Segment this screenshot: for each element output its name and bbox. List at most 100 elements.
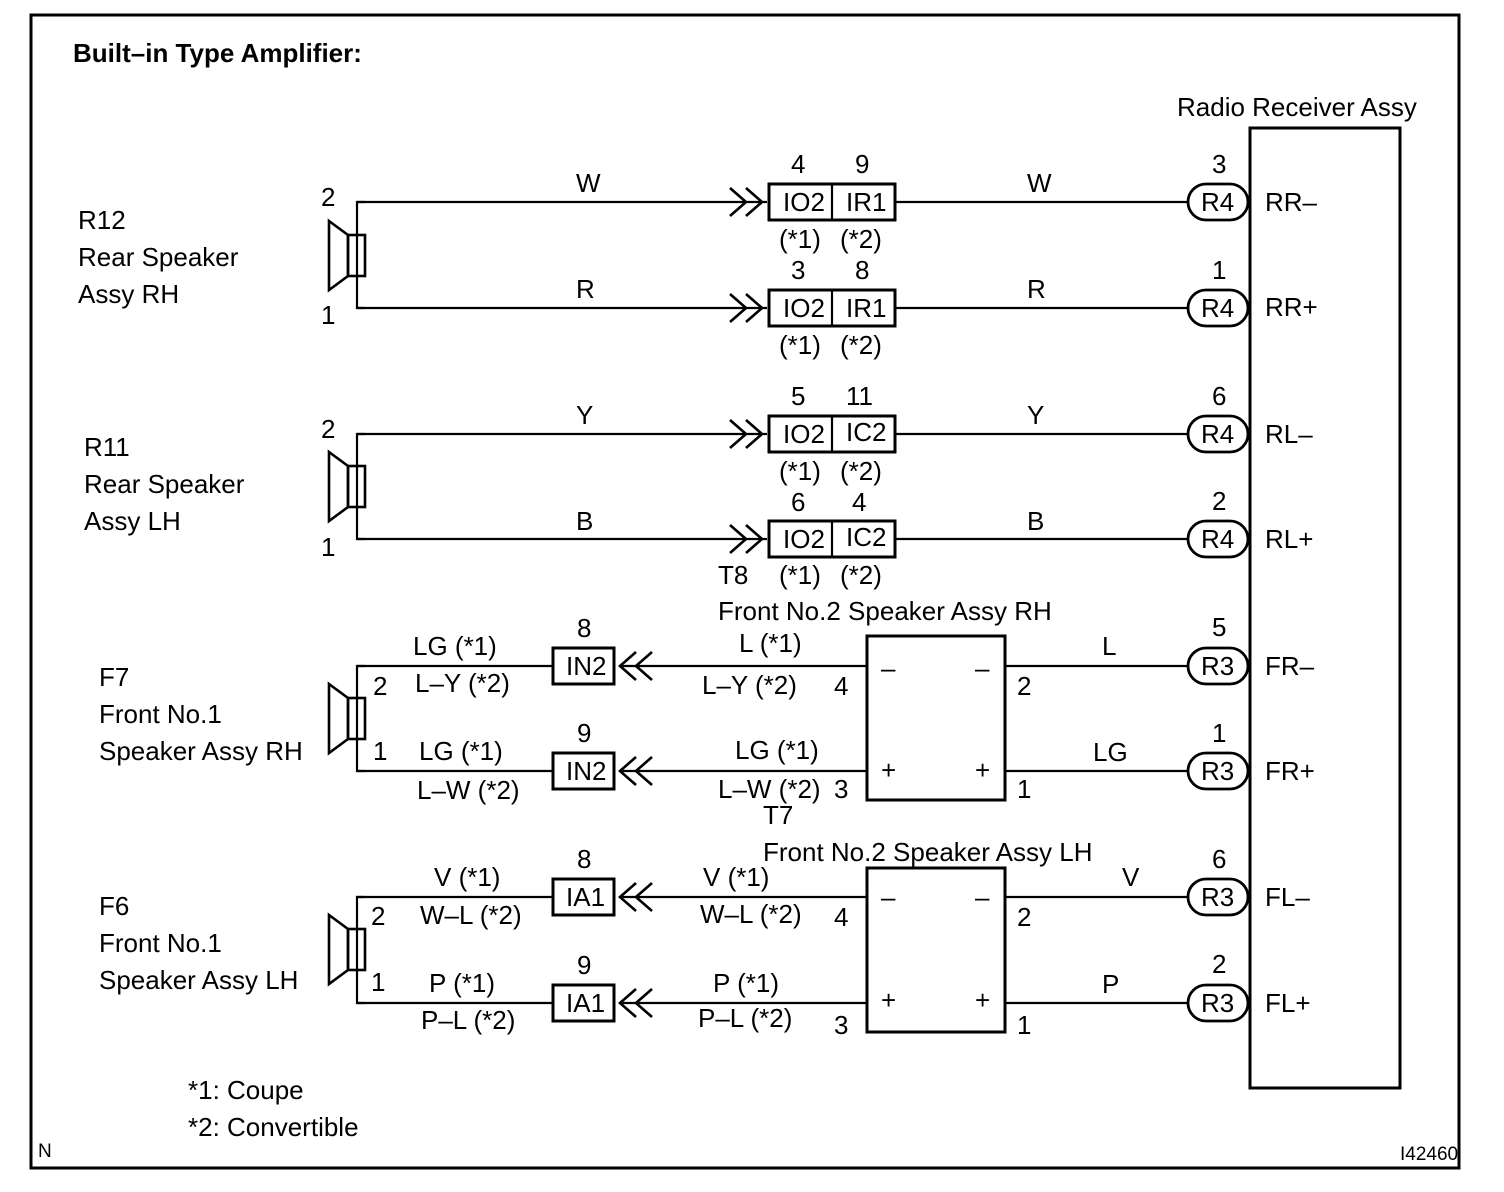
wire-color: P–L (*2): [698, 1003, 792, 1033]
connector-pill: [1186, 877, 1250, 917]
inline-connector: [551, 646, 616, 686]
connector-pill: [1186, 751, 1250, 791]
tweeter-polarity: +: [881, 985, 896, 1015]
model-note: (*1): [779, 330, 821, 360]
connector-pill: [1186, 646, 1250, 686]
connector-pill: [1186, 519, 1250, 559]
wire-color: B: [1027, 506, 1044, 536]
inline-connector: [551, 877, 616, 917]
wire-row-fl-minus: V (*1) W–L (*2) IA1 8 V (*1) W–L (*2) 4 …: [357, 844, 1188, 932]
speaker-name-line1: Rear Speaker: [84, 469, 245, 499]
wire-color: R: [1027, 274, 1046, 304]
wire-color: LG (*1): [735, 735, 819, 765]
connector-code: IR1: [846, 293, 886, 323]
receiver-terminal-fl-plus: 2 R3 FL+: [1186, 949, 1311, 1023]
terminal-name: RL–: [1265, 419, 1313, 449]
speaker-pin: 1: [321, 300, 335, 330]
connector-code: IO2: [783, 187, 825, 217]
connector-code: R3: [1201, 651, 1234, 681]
wire-color: V: [1122, 862, 1140, 892]
speaker-name-line1: Front No.1: [99, 928, 222, 958]
connector-code: R4: [1201, 419, 1234, 449]
speaker-name-line2: Speaker Assy LH: [99, 965, 298, 995]
connector-pin: 6: [791, 487, 805, 517]
connector-arrow-icon: [729, 419, 764, 449]
rear-speaker-r11: R11 Rear Speaker Assy LH 2 1: [84, 414, 367, 562]
connector-code: IO2: [783, 419, 825, 449]
connector-code: IA1: [566, 988, 605, 1018]
connector-code: R3: [1201, 882, 1234, 912]
wire-color: P–L (*2): [421, 1005, 515, 1035]
speaker-pin: 2: [371, 901, 385, 931]
connector-pill: [1186, 414, 1250, 454]
wire-row-rl-plus: B IO2 IC2 6 4 (*1) (*2) B: [357, 487, 1188, 590]
speaker-name-line1: Front No.1: [99, 699, 222, 729]
speaker-pin: 1: [373, 736, 387, 766]
wire-color: L–W (*2): [718, 774, 821, 804]
tweeter-pin: 3: [834, 1010, 848, 1040]
wire-color: W–L (*2): [420, 900, 522, 930]
connector-pin: 5: [791, 381, 805, 411]
speaker-id: F7: [99, 662, 129, 692]
receiver-terminal-rl-minus: 6 R4 RL–: [1186, 381, 1313, 454]
wire-row-fl-plus: P (*1) P–L (*2) IA1 9 P (*1) P–L (*2) 3 …: [357, 950, 1188, 1040]
receiver-terminal-fl-minus: 6 R3 FL–: [1186, 844, 1310, 917]
connector-code: IO2: [783, 524, 825, 554]
speaker-id: F6: [99, 891, 129, 921]
tweeter-polarity: +: [975, 755, 990, 785]
tweeter-pin: 3: [834, 774, 848, 804]
radio-receiver-label: Radio Receiver Assy: [1177, 92, 1417, 122]
wire-row-rr-plus: R IO2 IR1 3 8 (*1) (*2) R: [357, 255, 1188, 360]
connector-code: R4: [1201, 524, 1234, 554]
speaker-pin: 2: [321, 414, 335, 444]
model-note: (*2): [840, 330, 882, 360]
diagram-title: Built–in Type Amplifier:: [73, 38, 362, 68]
wire-row-fr-plus: LG (*1) L–W (*2) IN2 9 LG (*1) L–W (*2) …: [357, 718, 1188, 805]
wire-color: LG (*1): [413, 631, 497, 661]
terminal-name: FR+: [1265, 756, 1315, 786]
tweeter-polarity: +: [975, 985, 990, 1015]
connector-code: IC2: [846, 522, 886, 552]
wire-color: W: [1027, 168, 1052, 198]
tweeter-lh-label: Front No.2 Speaker Assy LH: [763, 837, 1092, 867]
front-speaker-f7: F7 Front No.1 Speaker Assy RH 2 1: [99, 662, 387, 773]
connector-pin: 8: [855, 255, 869, 285]
corner-mark-left: N: [38, 1141, 52, 1162]
connector-arrow-icon: [729, 187, 764, 217]
tweeter-polarity: +: [881, 755, 896, 785]
tweeter-polarity: –: [975, 882, 990, 912]
speaker-icon: [327, 218, 367, 293]
tweeter-polarity: –: [881, 653, 896, 683]
wire-color: V (*1): [703, 862, 769, 892]
terminal-pin: 3: [1212, 149, 1226, 179]
connector-code: IC2: [846, 417, 886, 447]
tweeter-pin: 4: [834, 671, 848, 701]
connector-pin: 4: [852, 487, 866, 517]
connector-code: IR1: [846, 187, 886, 217]
terminal-name: FL+: [1265, 988, 1311, 1018]
connector-code: R4: [1201, 293, 1234, 323]
tweeter-pin: 2: [1017, 902, 1031, 932]
connector-code: IN2: [566, 756, 606, 786]
tweeter-pin: 2: [1017, 671, 1031, 701]
speaker-name-line2: Assy RH: [78, 279, 179, 309]
connector-code: IN2: [566, 651, 606, 681]
terminal-name: RL+: [1265, 524, 1313, 554]
speaker-icon: [327, 912, 367, 987]
speaker-id: R12: [78, 205, 126, 235]
wire-color: B: [576, 506, 593, 536]
inline-connector: [551, 751, 616, 791]
tweeter-rh-box: [865, 634, 1007, 802]
model-note: (*1): [779, 224, 821, 254]
speaker-pin: 2: [373, 671, 387, 701]
model-note: (*1): [779, 456, 821, 486]
wire-color: V (*1): [434, 862, 500, 892]
terminal-pin: 1: [1212, 255, 1226, 285]
connector-pill: [1186, 983, 1250, 1023]
wire-color: P: [1102, 969, 1119, 999]
inline-connector: [551, 983, 616, 1023]
terminal-pin: 1: [1212, 718, 1226, 748]
rear-speaker-r12: R12 Rear Speaker Assy RH 2 1: [78, 182, 367, 330]
connector-pin: 3: [791, 255, 805, 285]
terminal-name: FL–: [1265, 882, 1310, 912]
